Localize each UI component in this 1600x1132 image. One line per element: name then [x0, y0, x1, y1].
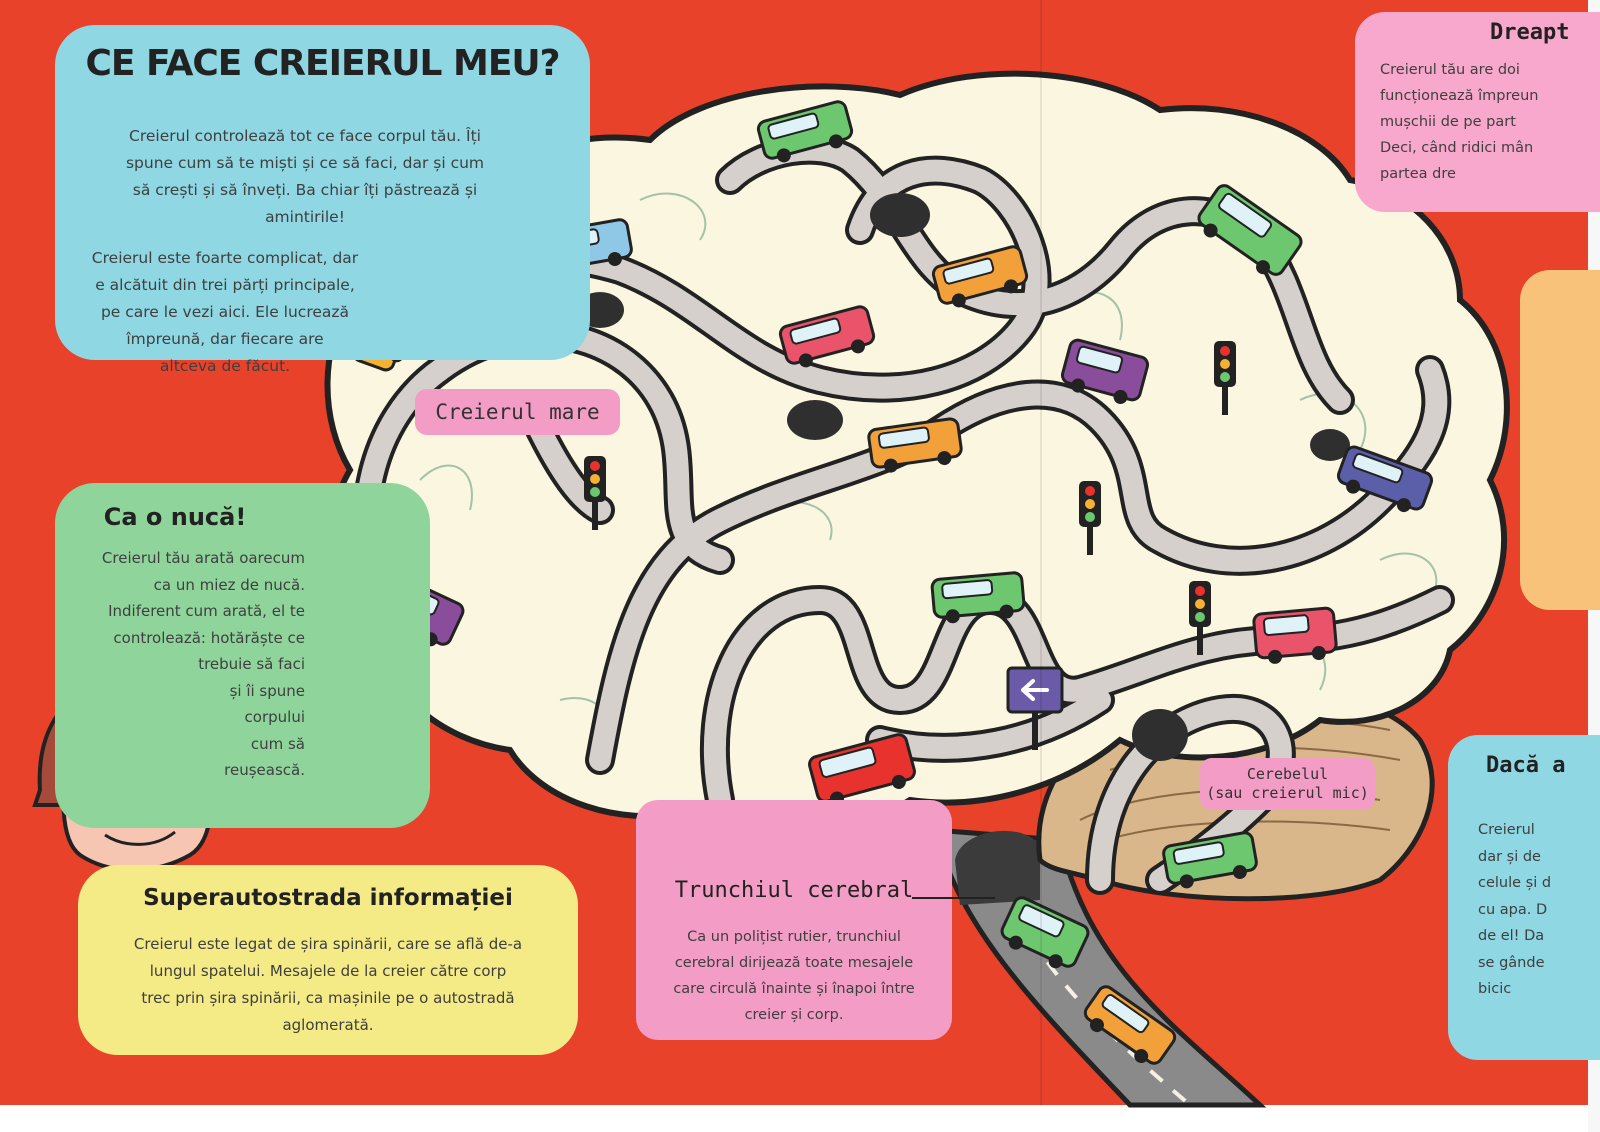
intro-paragraph-2: Creierul este foarte complicat, dar e al…	[91, 249, 359, 375]
bottom-white-strip	[0, 1105, 1600, 1132]
right-top-box: Dreapt Creierul tău are doi funcționează…	[1355, 12, 1600, 212]
cerebellum-label-line1: Cerebelul	[1246, 765, 1329, 783]
traffic-light-icon	[1214, 341, 1236, 415]
car-icon	[756, 100, 854, 163]
car-icon	[930, 571, 1026, 624]
brainstem-pointer-line	[912, 897, 995, 899]
intro-paragraph-1: Creierul controlează tot ce face corpul …	[125, 127, 485, 226]
car-icon	[1162, 831, 1258, 889]
highway-text: Creierul este legat de șira spinării, ca…	[133, 935, 523, 1034]
nut-title: Ca o nucă!	[103, 503, 247, 531]
highway-box: Superautostrada informației Creierul est…	[78, 865, 578, 1055]
car-icon	[867, 417, 963, 473]
traffic-light-icon	[584, 456, 606, 530]
car-icon	[778, 305, 876, 368]
page-title: CE FACE CREIERUL MEU?	[85, 43, 560, 84]
right-orange-tab	[1520, 270, 1600, 610]
car-icon	[1336, 445, 1434, 513]
brainstem-box: Trunchiul cerebral Ca un polițist rutier…	[636, 800, 952, 1040]
traffic-light-icon	[1079, 481, 1101, 555]
right-top-title: Dreapt	[1490, 20, 1570, 45]
right-bottom-box: Dacă a Creierul dar și de celule și d cu…	[1448, 735, 1600, 1060]
van-icon	[1252, 606, 1338, 664]
right-bottom-text: Creierul dar și de celule și d cu apa. D…	[1478, 822, 1552, 997]
traffic-lights	[584, 341, 1236, 655]
page-fold	[1040, 0, 1042, 1105]
truck-icon	[1197, 184, 1303, 276]
cerebellum-label-line2: (sau creierul mic)	[1206, 784, 1369, 802]
car-icon	[1083, 985, 1177, 1065]
cerebellum-label: Cerebelul (sau creierul mic)	[1200, 758, 1375, 810]
big-brain-label: Creierul mare	[415, 389, 620, 435]
nut-text: Creierul tău arată oarecum ca un miez de…	[101, 549, 305, 779]
traffic-light-icon	[1189, 581, 1211, 655]
right-bottom-title: Dacă a	[1486, 753, 1566, 778]
right-top-text: Creierul tău are doi funcționează împreu…	[1380, 62, 1539, 182]
highway-title: Superautostrada informației	[143, 885, 513, 911]
brainstem-text: Ca un polițist rutier, trunchiul cerebra…	[673, 929, 915, 1023]
car-icon	[931, 245, 1029, 308]
arrow-sign-icon	[1006, 666, 1064, 750]
nut-box: Ca o nucă! Creierul tău arată oarecum ca…	[55, 483, 430, 828]
van-icon	[1060, 338, 1150, 404]
spinal-tunnel	[955, 830, 1040, 905]
van-icon	[1000, 896, 1090, 969]
brainstem-title: Trunchiul cerebral	[674, 878, 914, 903]
intro-box: CE FACE CREIERUL MEU? Creierul controlea…	[55, 25, 590, 375]
